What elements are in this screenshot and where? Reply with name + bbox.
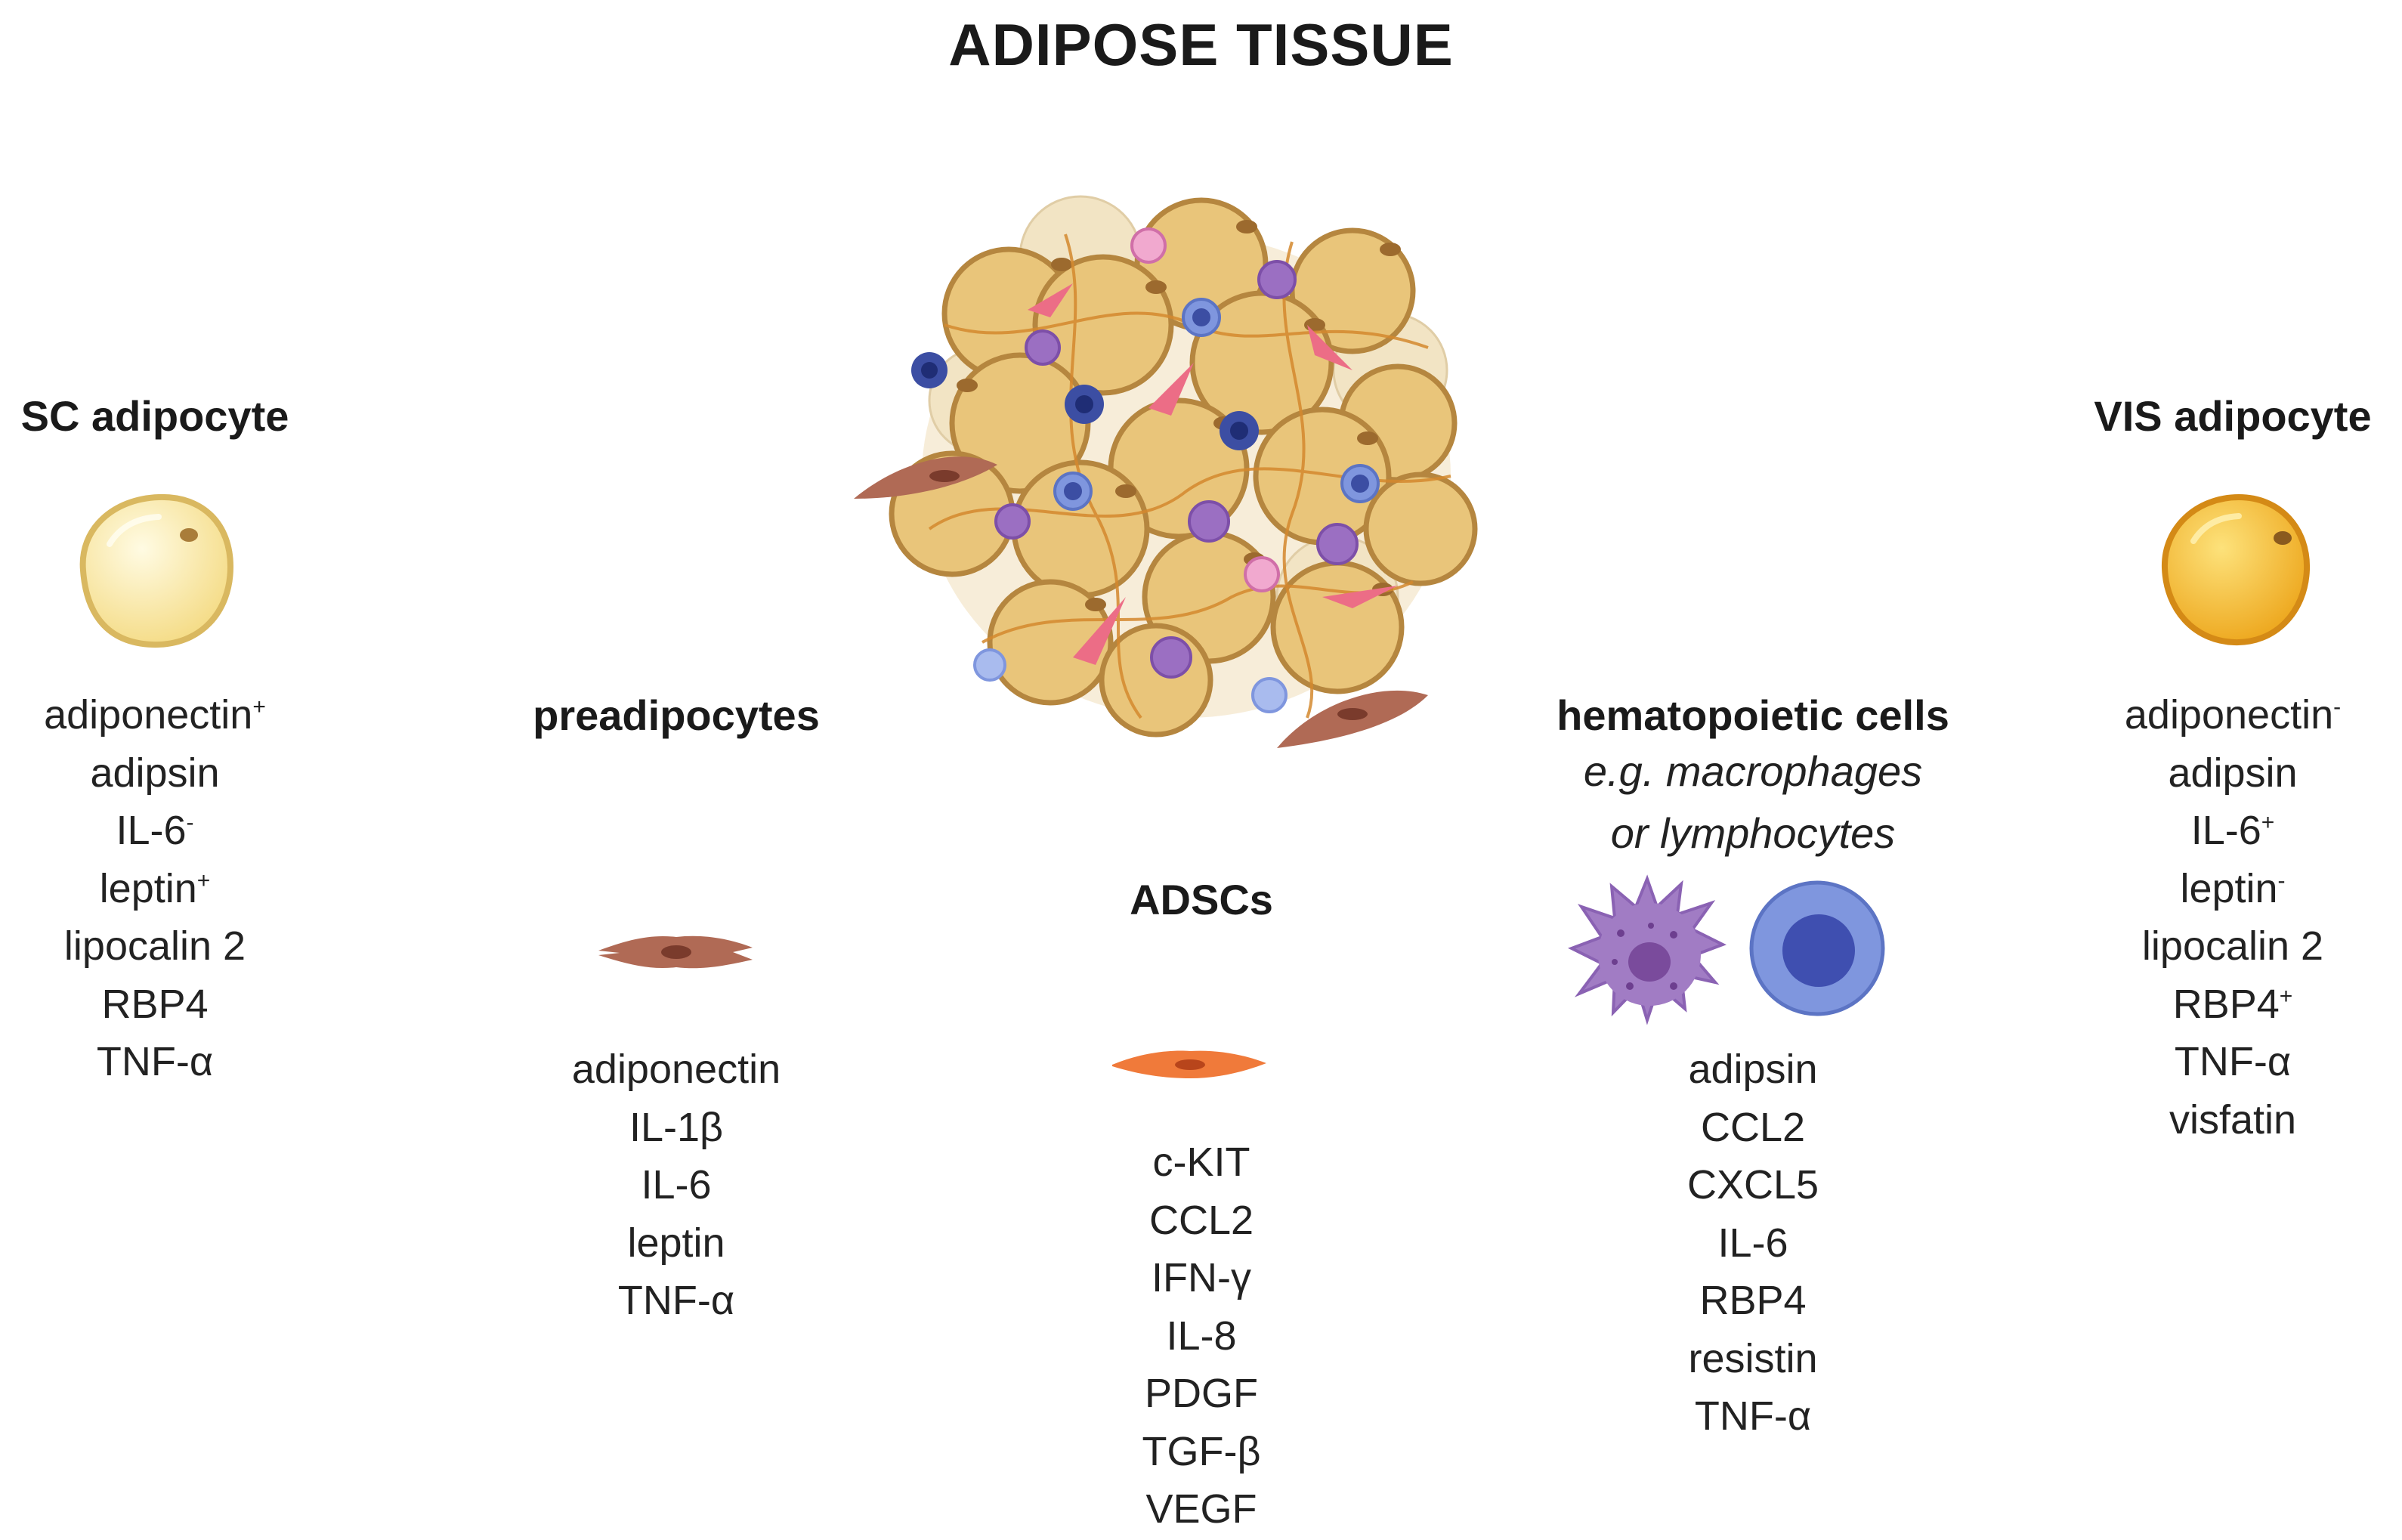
list-item: IL-1β (629, 1104, 724, 1150)
list-item: adiponectin- (2124, 692, 2342, 738)
list-item: c-KIT (1152, 1140, 1250, 1185)
list-item: visfatin (2169, 1096, 2297, 1143)
preadipocytes-marker-list: adiponectin IL-1β IL-6 leptin TNF-α (453, 1041, 899, 1330)
list-item: IL-8 (1166, 1313, 1237, 1359)
list-item: RBP4+ (2172, 981, 2293, 1027)
list-item: resistin (1688, 1335, 1818, 1381)
hematopoietic-heading: hematopoietic cells (1557, 691, 1949, 739)
list-item: IL-6- (116, 808, 194, 853)
page-title: ADIPOSE TISSUE (948, 11, 1454, 78)
list-item: lipocalin 2 (2141, 923, 2324, 969)
list-item: RBP4 (101, 981, 209, 1027)
adipose-tissue-illustration (854, 195, 1478, 748)
list-item: IL-6+ (2190, 808, 2275, 853)
list-item: TNF-α (96, 1039, 214, 1084)
adsc-icon (1112, 1050, 1266, 1078)
list-item: adiponectin+ (44, 692, 266, 738)
hematopoietic-subtitle-line1: e.g. macrophages (1583, 747, 1923, 795)
adscs-heading: ADSCs (1130, 876, 1273, 923)
adsc-cells (1028, 283, 1398, 665)
hematopoietic-subtitle-line2: or lymphocytes (1610, 809, 1896, 857)
list-item: adipsin (2168, 750, 2298, 796)
list-item: adipsin (1688, 1047, 1818, 1092)
list-item: TNF-α (617, 1278, 735, 1323)
list-item: lipocalin 2 (63, 923, 246, 969)
list-item: leptin+ (99, 865, 211, 911)
list-item: TNF-α (1694, 1393, 1812, 1439)
list-item: CXCL5 (1686, 1162, 1819, 1208)
list-item: CCL2 (1148, 1197, 1254, 1243)
list-item: adipsin (90, 750, 220, 796)
sc-adipocyte-heading: SC adipocyte (20, 392, 289, 440)
preadipocytes-heading: preadipocytes (533, 691, 820, 739)
list-item: IL-6 (641, 1162, 712, 1208)
sc-adipocyte-icon (79, 493, 234, 648)
list-item: adiponectin (571, 1047, 781, 1092)
vis-adipocyte-heading: VIS adipocyte (2094, 392, 2372, 440)
fibroblast-cells (854, 456, 1428, 748)
lymphocyte-icon (1749, 880, 1885, 1016)
list-item: TNF-α (2174, 1039, 2292, 1084)
macrophage-icon (1568, 874, 1727, 1025)
neutrophils (1130, 227, 1280, 592)
sc-marker-list: adiponectin+ adipsin IL-6- leptin+ lipoc… (0, 686, 310, 1091)
vis-marker-list: adiponectin- adipsin IL-6+ leptin- lipoc… (2070, 686, 2395, 1149)
adscs-marker-list: c-KIT CCL2 IFN-γ IL-8 PDGF TGF-β VEGF (982, 1133, 1420, 1538)
preadipocyte-icon (598, 935, 753, 969)
lymphocytes (911, 298, 1380, 713)
list-item: leptin (627, 1220, 725, 1266)
vis-adipocyte-icon (2161, 493, 2311, 646)
list-item: CCL2 (1700, 1104, 1806, 1150)
list-item: PDGF (1144, 1371, 1258, 1416)
macrophages (994, 260, 1359, 679)
list-item: RBP4 (1699, 1278, 1807, 1323)
hematopoietic-marker-list: adipsin CCL2 CXCL5 IL-6 RBP4 resistin TN… (1458, 1041, 2048, 1446)
tissue-adipocytes (889, 197, 1478, 738)
list-item: leptin- (2180, 865, 2286, 911)
list-item: IL-6 (1717, 1220, 1788, 1266)
list-item: VEGF (1145, 1486, 1257, 1532)
list-item: TGF-β (1142, 1428, 1261, 1474)
list-item: IFN-γ (1152, 1255, 1251, 1300)
